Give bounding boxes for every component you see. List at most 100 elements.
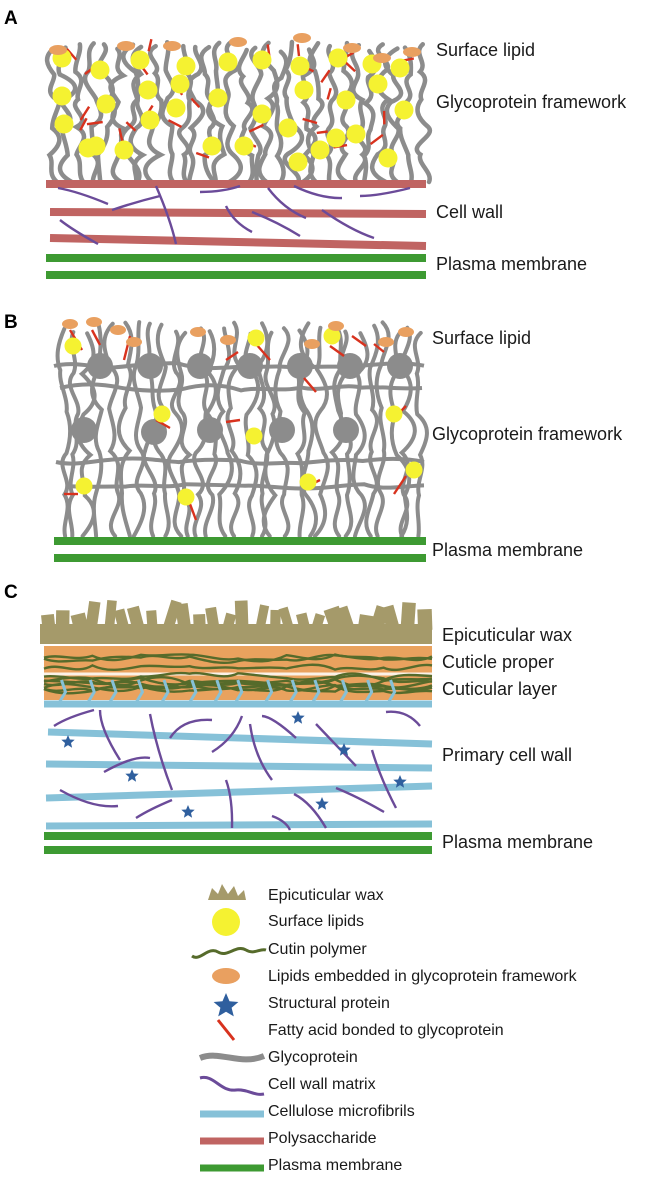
structural-protein <box>125 769 139 782</box>
wax-crystal <box>222 612 237 632</box>
legend-item-epicuticular-wax: Epicuticular wax <box>208 884 384 904</box>
structural-protein <box>181 805 195 818</box>
fatty-acid <box>195 151 210 159</box>
fatty-acid <box>320 69 331 83</box>
label-plasma-membrane: Plasma membrane <box>442 832 593 852</box>
cutin-polymer-icon <box>191 947 267 959</box>
surface-lipid <box>252 50 272 70</box>
panel-c: C Epicuticular wax Cuticle proper Cuticu… <box>4 582 593 854</box>
surface-lipid <box>75 477 93 495</box>
cellulose-microfibril <box>86 679 96 703</box>
panel-b-glycoprotein-framework <box>53 320 429 538</box>
glycoprotein-node <box>187 353 213 379</box>
cellulose-microfibril <box>311 679 321 703</box>
surface-lipid <box>346 124 366 144</box>
glycoprotein-strand <box>82 41 104 185</box>
legend-item-cell-wall-matrix: Cell wall matrix <box>199 1075 376 1096</box>
glycoprotein-strand <box>186 44 206 185</box>
glycoprotein-strand <box>323 43 339 185</box>
cell-wall-matrix-fiber <box>359 186 411 198</box>
fatty-acid <box>329 345 345 357</box>
glycoprotein-strand <box>282 39 305 185</box>
cellulose-microfibril <box>339 679 349 703</box>
panel-a-surface-lipids <box>52 48 414 172</box>
embedded-lipid <box>190 327 206 337</box>
label-plasma-membrane: Plasma membrane <box>432 540 583 560</box>
cell-wall-matrix-fiber <box>148 713 174 791</box>
glycoprotein-node <box>71 417 97 443</box>
legend-item-fatty-acid: Fatty acid bonded to glycoprotein <box>216 1019 504 1041</box>
glycoprotein-node <box>237 353 263 379</box>
wax-crystal <box>270 609 281 631</box>
surface-lipid <box>54 114 74 134</box>
glycoprotein-icon <box>198 1052 266 1063</box>
structural-protein <box>337 743 351 756</box>
panel-a-glycoprotein-framework <box>44 39 433 185</box>
fatty-acid <box>248 123 264 133</box>
embedded-lipid <box>293 33 311 43</box>
surface-lipid <box>78 138 98 158</box>
fatty-acid-icon <box>216 1019 236 1041</box>
surface-lipid <box>52 86 72 106</box>
surface-lipid <box>153 405 171 423</box>
fatty-acid <box>167 119 183 128</box>
surface-lipid <box>247 329 265 347</box>
surface-lipid <box>202 136 222 156</box>
cell-wall-matrix-fiber <box>57 186 109 206</box>
surface-lipid <box>170 74 190 94</box>
surface-lipid <box>294 80 314 100</box>
panel-a-letter: A <box>4 8 18 29</box>
cell-wall-matrix-fiber <box>251 210 301 238</box>
cutin-polymer <box>43 663 433 672</box>
fatty-acid <box>86 120 103 126</box>
cell-wall-matrix-fiber <box>59 219 99 246</box>
label-primary-cell-wall: Primary cell wall <box>442 745 572 765</box>
surface-lipid <box>405 461 423 479</box>
legend-label: Fatty acid bonded to glycoprotein <box>268 1022 504 1039</box>
fatty-acid <box>255 343 271 361</box>
glycoprotein-strand <box>225 320 243 538</box>
label-cuticular-layer: Cuticular layer <box>442 679 557 699</box>
embedded-lipid <box>62 319 78 329</box>
cell-wall-matrix-fiber <box>111 194 161 212</box>
cell-wall-matrix-fiber <box>385 710 421 727</box>
glycoprotein-strand <box>131 320 147 538</box>
glycoprotein-node <box>87 353 113 379</box>
surface-lipid <box>177 488 195 506</box>
label-glycoprotein-framework: Glycoprotein framework <box>436 92 627 112</box>
surface-lipid <box>290 56 310 76</box>
embedded-lipid <box>126 337 142 347</box>
cell-wall-matrix-fiber <box>211 715 244 754</box>
surface-lipid <box>288 152 308 172</box>
cellulose-microfibril <box>234 679 244 703</box>
cellulose-microfibril <box>387 679 397 703</box>
glycoprotein-strand <box>71 42 87 185</box>
embedded-lipid-icon <box>212 968 240 984</box>
fatty-acid <box>326 87 332 100</box>
fatty-acid <box>190 97 201 108</box>
surface-lipid <box>336 90 356 110</box>
glycoprotein-strand <box>56 45 78 185</box>
wax-crystal <box>335 605 355 632</box>
cell-wall-matrix-fiber <box>103 756 151 774</box>
embedded-lipid <box>378 337 394 347</box>
cell-wall-matrix-fiber <box>224 205 253 234</box>
surface-lipid <box>138 80 158 100</box>
fatty-acid <box>79 106 91 121</box>
cell-wall-matrix-fiber <box>248 723 273 781</box>
surface-lipid <box>310 140 330 160</box>
legend-label: Polysaccharide <box>268 1130 377 1147</box>
glycoprotein-strand <box>160 40 176 185</box>
fatty-acid <box>90 329 102 346</box>
legend-item-plasma-membrane: Plasma membrane <box>200 1157 402 1174</box>
fatty-acid <box>79 117 88 131</box>
cellulose-microfibril <box>58 679 68 703</box>
wax-crystal <box>357 614 375 632</box>
legend-label: Plasma membrane <box>268 1157 402 1174</box>
fatty-acid <box>125 121 137 132</box>
wax-crystal <box>311 613 326 632</box>
fatty-acid <box>303 377 317 393</box>
glycoprotein-strand <box>236 47 255 185</box>
surface-lipid <box>326 128 346 148</box>
fatty-acid <box>188 503 198 521</box>
